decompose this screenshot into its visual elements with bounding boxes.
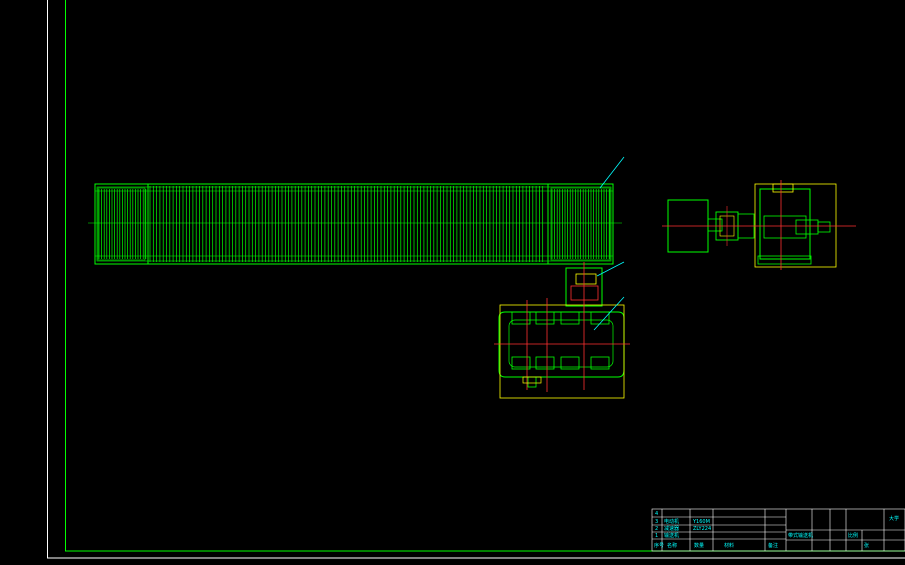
gearbox-dimension-box — [500, 305, 624, 398]
reducer-side-top — [773, 184, 793, 192]
reducer-base — [758, 256, 811, 264]
bom-row-name: 减速器 — [664, 525, 679, 532]
motor-side-view — [662, 180, 856, 270]
left-end-drum — [95, 184, 148, 264]
outer-sheet-border — [48, 0, 905, 558]
bom-row-index: 1 — [655, 533, 658, 539]
header-label: 材料 — [724, 542, 734, 549]
gearbox-centerlines — [494, 262, 630, 392]
bom-row-index: 4 — [655, 511, 658, 517]
reducer-side-inner — [764, 216, 806, 238]
bom-row-spec: Y160M — [692, 519, 710, 525]
header-label: 名称 — [667, 542, 677, 549]
gearbox-bearings — [512, 312, 609, 369]
header-label: 数量 — [694, 542, 704, 549]
bom-row-index: 3 — [655, 519, 658, 525]
coupling-flange — [576, 274, 596, 284]
inner-drawing-frame — [66, 0, 905, 551]
bom-row-spec: ZLY224 — [693, 526, 711, 532]
motor-dimension-box — [755, 184, 836, 267]
header-label: 序号 — [654, 542, 664, 549]
reducer-output-shaft — [818, 222, 830, 232]
coupling-hub — [571, 286, 598, 300]
conveyor-roller-view — [88, 157, 624, 264]
bom-row-name: 输送机 — [664, 532, 679, 539]
reducer-side-bearing — [796, 220, 818, 234]
drawing-title: 带式输送机 — [788, 532, 813, 539]
bom-row-name: 电动机 — [664, 518, 679, 525]
roller-slats — [99, 186, 609, 262]
scale-label: 比例 — [848, 532, 858, 539]
roller-body-outline — [95, 184, 613, 264]
header-label: 备注 — [768, 542, 778, 549]
company-label: 大学 — [889, 515, 899, 522]
roller-body-inner — [97, 187, 611, 261]
gearbox-output-shaft — [528, 377, 536, 387]
reducer-side-housing — [760, 189, 810, 259]
leader-line-3 — [594, 297, 624, 330]
gearbox-foot — [523, 377, 541, 383]
sheet-label: 张 — [864, 542, 869, 549]
leader-line-1 — [600, 157, 624, 188]
gear-reducer-view — [494, 262, 630, 398]
bom-row-index: 2 — [655, 526, 658, 532]
